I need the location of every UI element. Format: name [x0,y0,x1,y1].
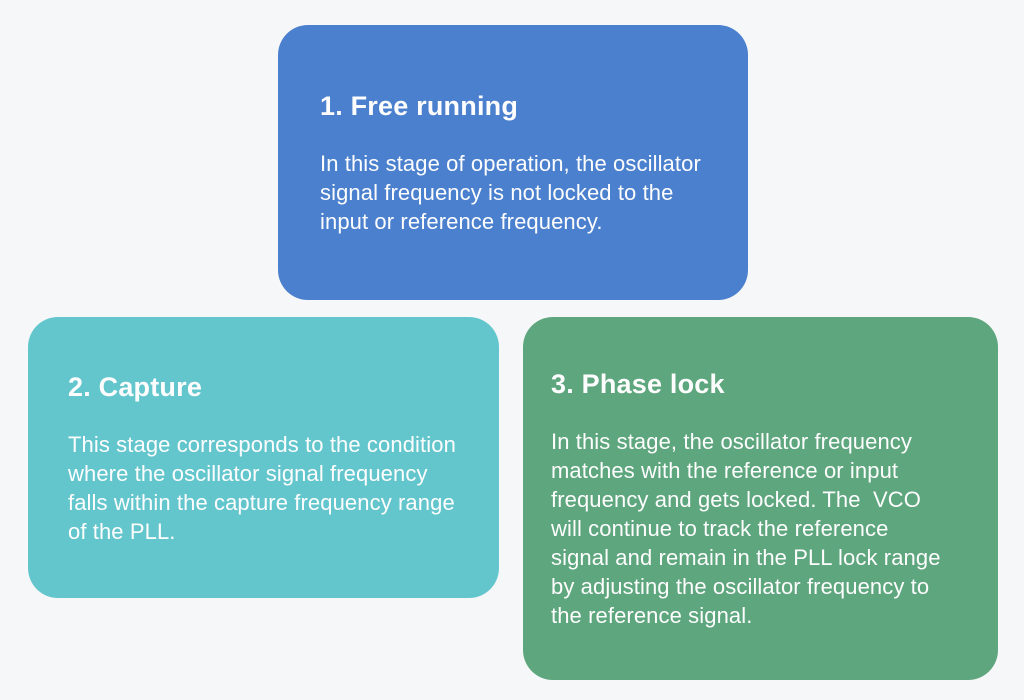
card-phase-lock-body: In this stage, the oscillator frequency … [551,429,947,628]
card-capture-body: This stage corresponds to the condition … [68,431,463,544]
card-phase-lock: 3. Phase lock In this stage, the oscilla… [523,317,998,680]
card-capture-title: 2. Capture [68,371,203,402]
card-capture: 2. Capture This stage corresponds to the… [28,317,499,598]
card-free-running: 1. Free running In this stage of operati… [278,25,748,300]
card-phase-lock-title: 3. Phase lock [551,369,725,399]
card-free-running-body: In this stage of operation, the oscillat… [320,151,708,234]
card-free-running-title: 1. Free running [320,91,519,121]
